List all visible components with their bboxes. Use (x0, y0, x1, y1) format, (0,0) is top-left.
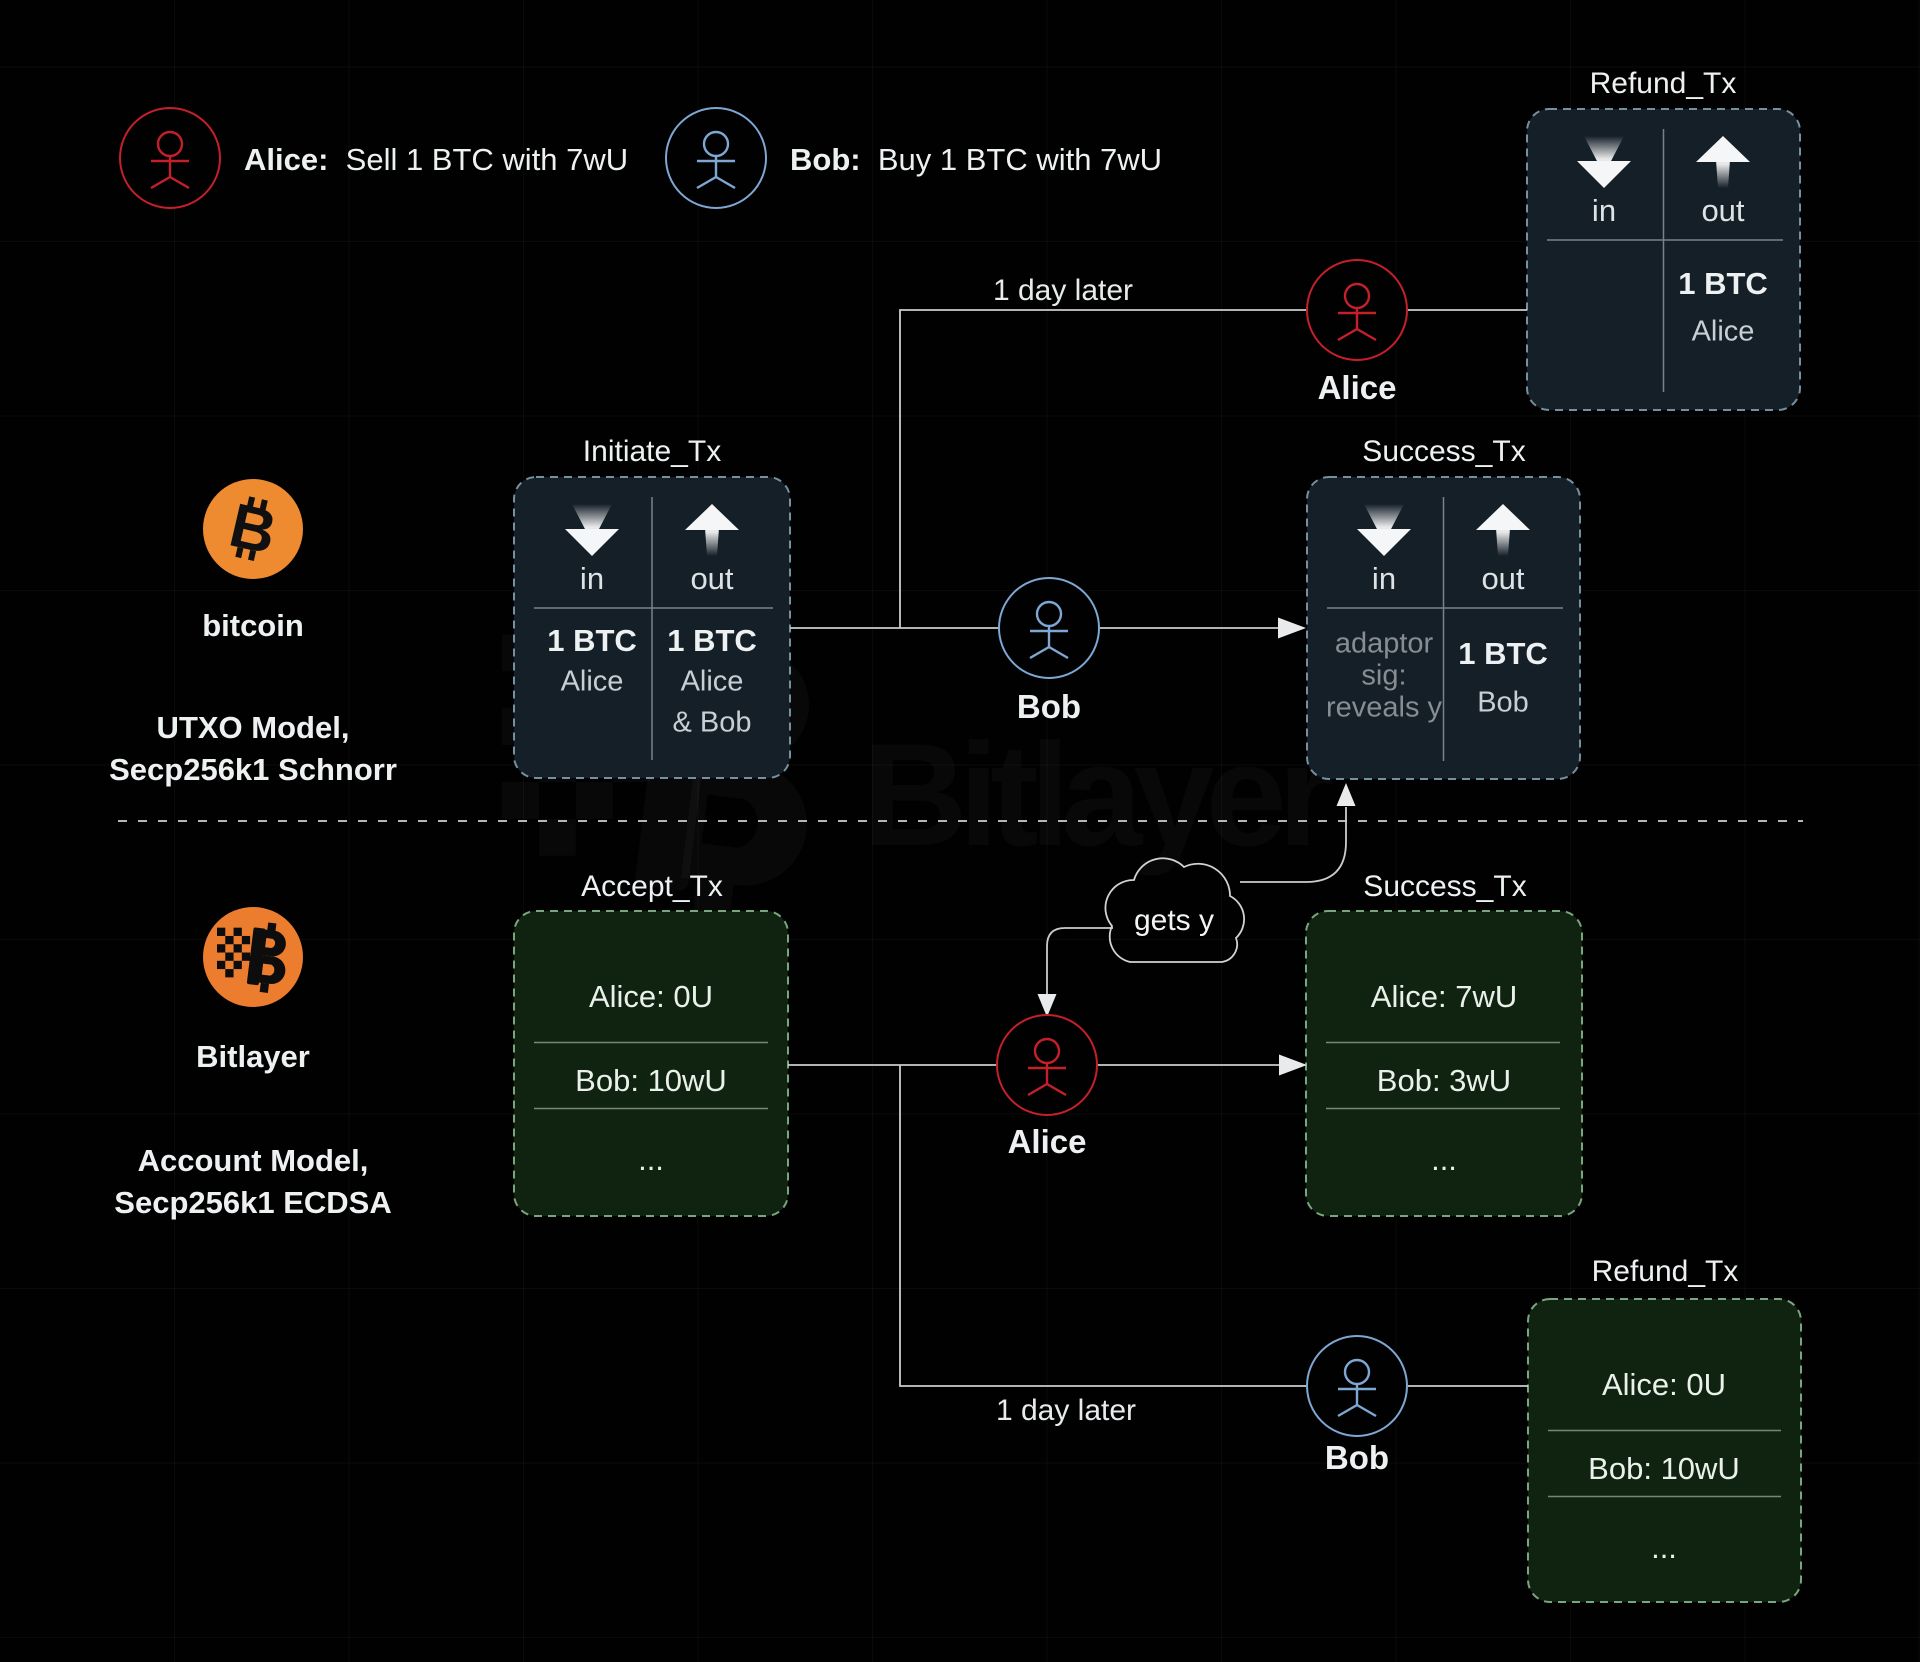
svg-text:Bitlayer: Bitlayer (862, 713, 1333, 876)
